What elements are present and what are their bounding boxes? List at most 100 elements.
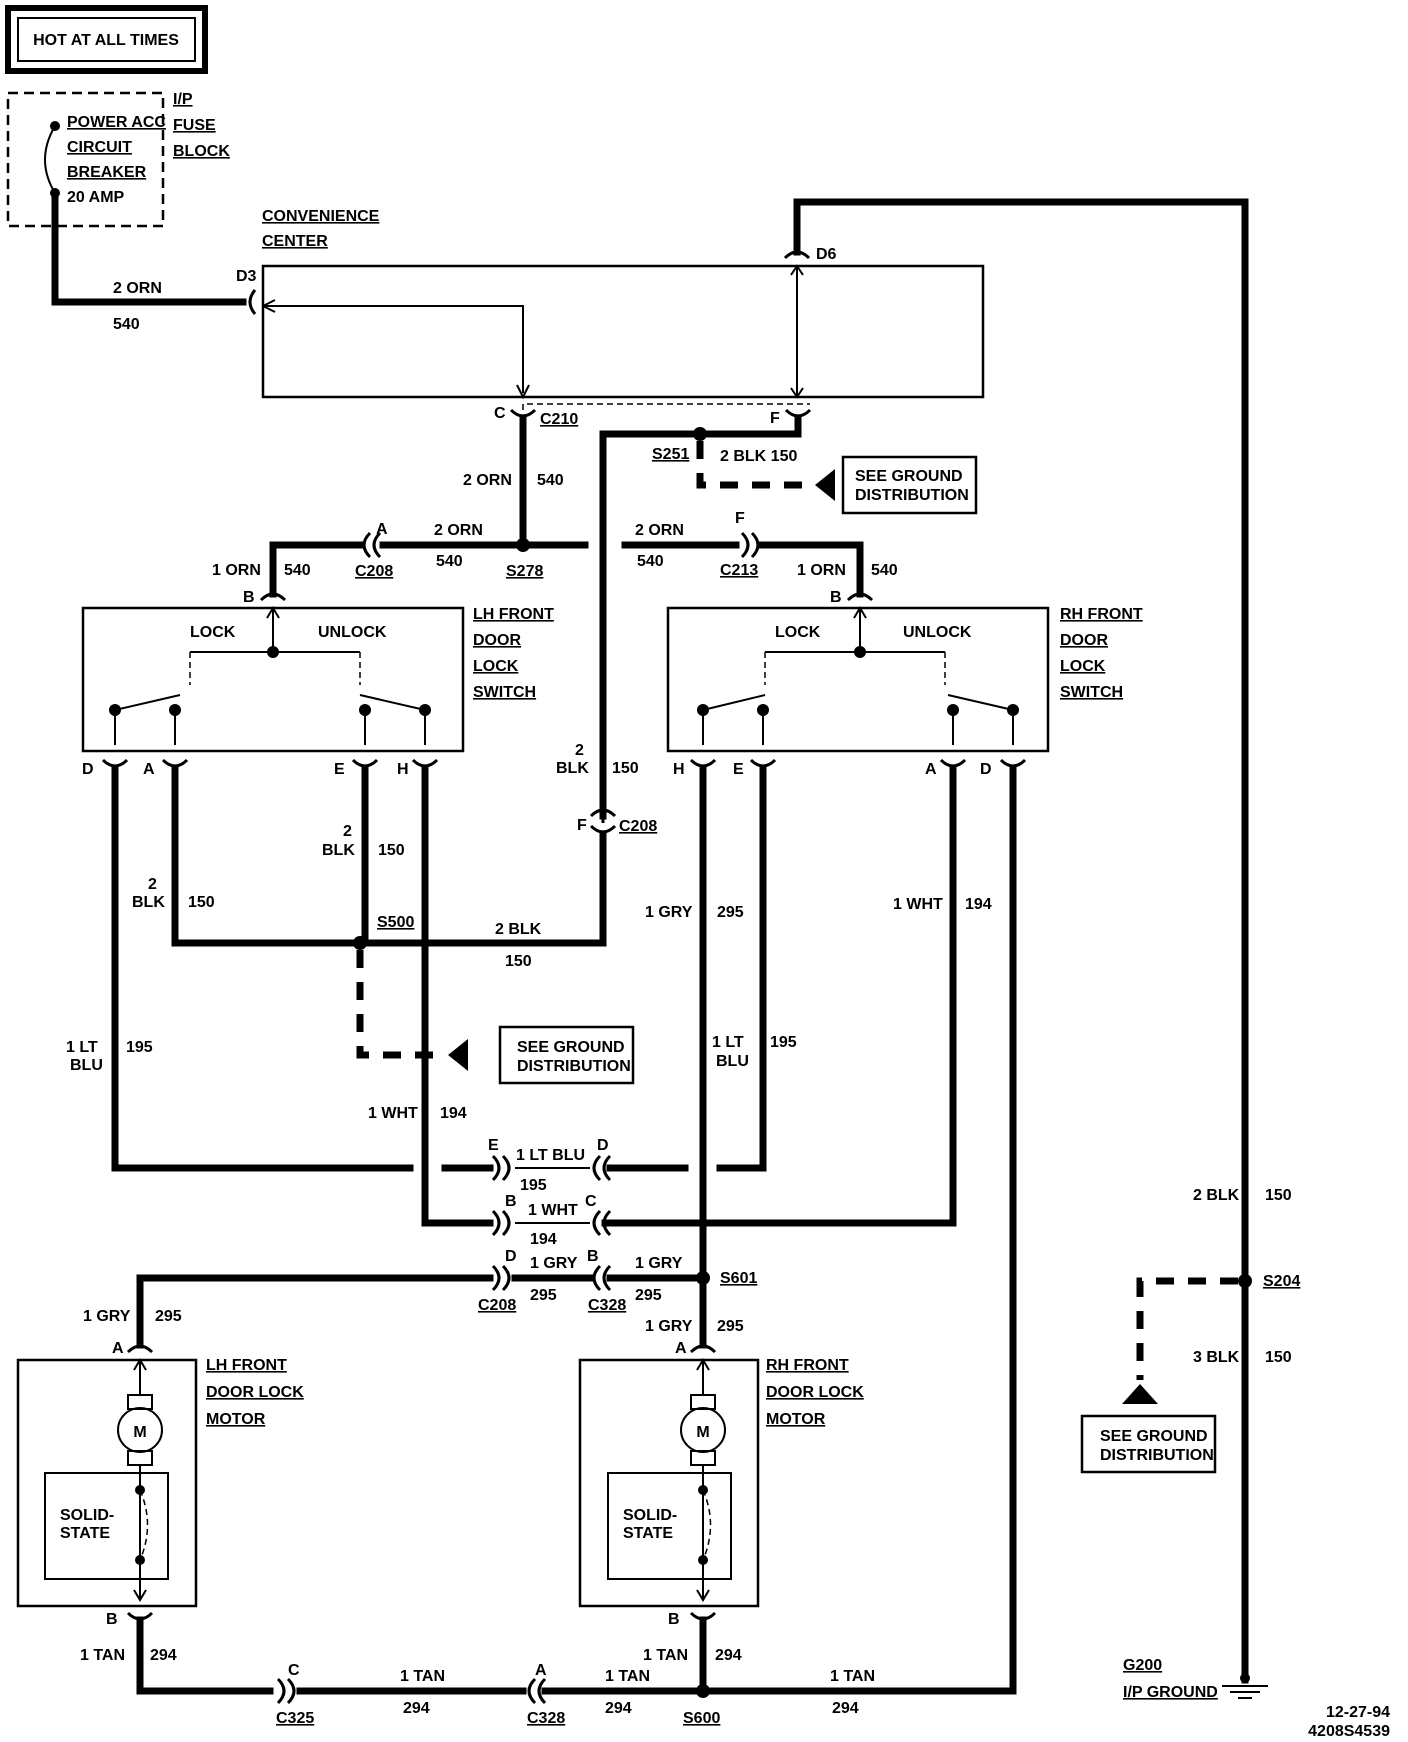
lh-front-door-lock-motor: A M SOLID- STATE LH FRONT DOOR LOCK MOTO…	[16, 1340, 304, 1628]
diagram-label: LOCK	[1060, 658, 1106, 675]
diagram-label: A	[112, 1340, 124, 1357]
diagram-label: 1 GRY	[83, 1308, 131, 1325]
diagram-label: 294	[403, 1700, 430, 1717]
diagram-label: 1 GRY	[635, 1255, 683, 1272]
convenience-center-line-1: CONVENIENCE	[262, 208, 380, 225]
diagram-label: 195	[126, 1039, 153, 1056]
diagram-label: 1 LT	[66, 1039, 98, 1056]
diagram-label: BLK	[322, 842, 355, 859]
pin-d3: D3	[236, 268, 257, 285]
ground-ref-1: SEE GROUND DISTRIBUTION	[841, 455, 978, 515]
convenience-center-line-2: CENTER	[262, 233, 328, 250]
diagram-label: SWITCH	[473, 684, 536, 701]
diagram-label: 1 TAN	[605, 1668, 650, 1685]
diagram-label: B	[505, 1193, 517, 1210]
diagram-label: STATE	[60, 1525, 110, 1542]
diagram-label: SEE GROUND	[1100, 1428, 1208, 1445]
rh-motor-symbol: M	[696, 1424, 709, 1441]
diagram-label: E	[334, 761, 345, 778]
s500-label: S500	[377, 914, 414, 931]
diagram-label: 1 WHT	[893, 896, 943, 913]
c210-label: C210	[540, 411, 578, 428]
diagram-label: 294	[832, 1700, 859, 1717]
breaker-line-2: CIRCUIT	[67, 139, 132, 156]
pin-c: C	[494, 405, 506, 422]
wire-label: 2 BLK 150	[720, 448, 797, 465]
s204-label: S204	[1263, 1273, 1300, 1290]
diagram-label: 1 GRY	[530, 1255, 578, 1272]
diagram-label: 1 TAN	[400, 1668, 445, 1685]
breaker-line-1: POWER ACC	[67, 114, 166, 131]
diagram-label: DOOR	[1060, 632, 1108, 649]
ground-name: G200	[1123, 1657, 1162, 1674]
wire-ltblu-195-lh	[111, 764, 414, 1172]
diagram-label: 1 TAN	[830, 1668, 875, 1685]
wire-label: 540	[113, 316, 140, 333]
diagram-label: 150	[378, 842, 405, 859]
diagram-label: 540	[436, 553, 463, 570]
diagram-label: 540	[284, 562, 311, 579]
wire-wht-194-rh	[601, 764, 957, 1227]
diagram-label: B	[106, 1611, 118, 1628]
pin-f: F	[770, 410, 780, 427]
diagram-label: D	[82, 761, 94, 778]
diagram-label: 194	[530, 1231, 557, 1248]
diagram-label: SEE GROUND	[855, 468, 963, 485]
diagram-label: 194	[440, 1105, 467, 1122]
diagram-label: 1 GRY	[645, 904, 693, 921]
wire-orn-540-rh	[756, 541, 864, 598]
diagram-label: DOOR	[473, 632, 521, 649]
diagram-label: DOOR LOCK	[206, 1384, 304, 1401]
lh-lock-label: LOCK	[190, 624, 236, 641]
diagram-label: 294	[605, 1700, 632, 1717]
c208-label-top: C208	[355, 563, 393, 580]
diagram-label: SEE GROUND	[517, 1039, 625, 1056]
ground-ref-2: SEE GROUND DISTRIBUTION	[498, 1025, 635, 1085]
diagram-label: 195	[770, 1034, 797, 1051]
diagram-label: 2	[148, 876, 157, 893]
wire-tan-294-lh	[136, 1616, 274, 1695]
wire-tan-294-rh-d	[696, 764, 1017, 1695]
wire-orn-540-feed	[51, 189, 247, 306]
diagram-label: A	[675, 1340, 687, 1357]
breaker-rating: 20 AMP	[67, 189, 125, 206]
diagram-label: 1 ORN	[797, 562, 846, 579]
diagram-label: 1 TAN	[643, 1647, 688, 1664]
diagram-label: F	[577, 817, 587, 834]
diagram-label: MOTOR	[206, 1411, 266, 1428]
wire-wht-194-lh	[421, 764, 494, 1227]
diagram-label: 295	[635, 1287, 662, 1304]
diagram-label: RH FRONT	[766, 1357, 849, 1374]
diagram-label: F	[735, 510, 745, 527]
diagram-label: STATE	[623, 1525, 673, 1542]
diagram-label: E	[733, 761, 744, 778]
diagram-label: MOTOR	[766, 1411, 826, 1428]
diagram-label: LOCK	[473, 658, 519, 675]
diagram-label: 150	[188, 894, 215, 911]
diagram-label: 1 TAN	[80, 1647, 125, 1664]
diagram-label: 540	[637, 553, 664, 570]
diagram-label: B	[243, 589, 255, 606]
diagram-label: BLU	[70, 1057, 103, 1074]
wire-blk-150-s500	[171, 764, 604, 947]
breaker-line-3: BREAKER	[67, 164, 147, 181]
diagram-label: 1 ORN	[212, 562, 261, 579]
fuse-block-line-3: BLOCK	[173, 143, 230, 160]
wire-label: 3 BLK	[1193, 1349, 1240, 1366]
diagram-label: H	[673, 761, 685, 778]
diagram-label: DOOR LOCK	[766, 1384, 864, 1401]
wire-label: 150	[1265, 1349, 1292, 1366]
diagram-label: BLK	[132, 894, 165, 911]
wire-label: 540	[537, 472, 564, 489]
diagram-label: SOLID-	[623, 1507, 677, 1524]
diagram-label: D	[505, 1248, 517, 1265]
wire-gry-295-lh	[136, 1274, 494, 1349]
diagram-label: LH FRONT	[206, 1357, 287, 1374]
lh-motor-symbol: M	[133, 1424, 146, 1441]
diagram-label: C	[288, 1662, 300, 1679]
diagram-label: 194	[965, 896, 992, 913]
rh-unlock-label: UNLOCK	[903, 624, 972, 641]
diagram-label: C	[585, 1193, 597, 1210]
diagram-label: A	[535, 1662, 547, 1679]
diagram-label: B	[830, 589, 842, 606]
